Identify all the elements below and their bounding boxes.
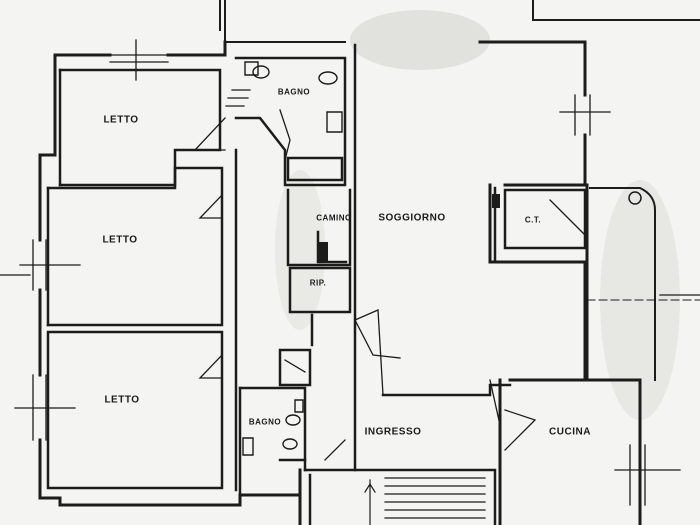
outer-walls bbox=[38, 40, 642, 525]
room-label-bagno-bottom: BAGNO bbox=[248, 417, 282, 427]
windows bbox=[0, 39, 700, 506]
room-label-rip: RIP. bbox=[309, 278, 327, 288]
room-label-bagno-top: BAGNO bbox=[277, 87, 311, 97]
hatch-marks bbox=[318, 194, 500, 262]
balcony bbox=[586, 187, 700, 381]
room-label-letto-bottom: LETTO bbox=[104, 394, 140, 406]
doors bbox=[193, 109, 586, 461]
room-label-cucina: CUCINA bbox=[549, 426, 591, 438]
stairs bbox=[225, 89, 486, 525]
room-label-letto-middle: LETTO bbox=[102, 234, 138, 246]
room-label-ingresso: INGRESSO bbox=[364, 426, 422, 438]
interior-walls bbox=[46, 43, 587, 525]
bathroom-fixtures bbox=[242, 61, 343, 456]
room-label-camino: CAMINO bbox=[316, 213, 352, 223]
room-label-ct: C.T. bbox=[524, 215, 542, 225]
room-label-letto-top: LETTO bbox=[103, 114, 139, 126]
room-label-soggiorno: SOGGIORNO bbox=[378, 212, 446, 224]
